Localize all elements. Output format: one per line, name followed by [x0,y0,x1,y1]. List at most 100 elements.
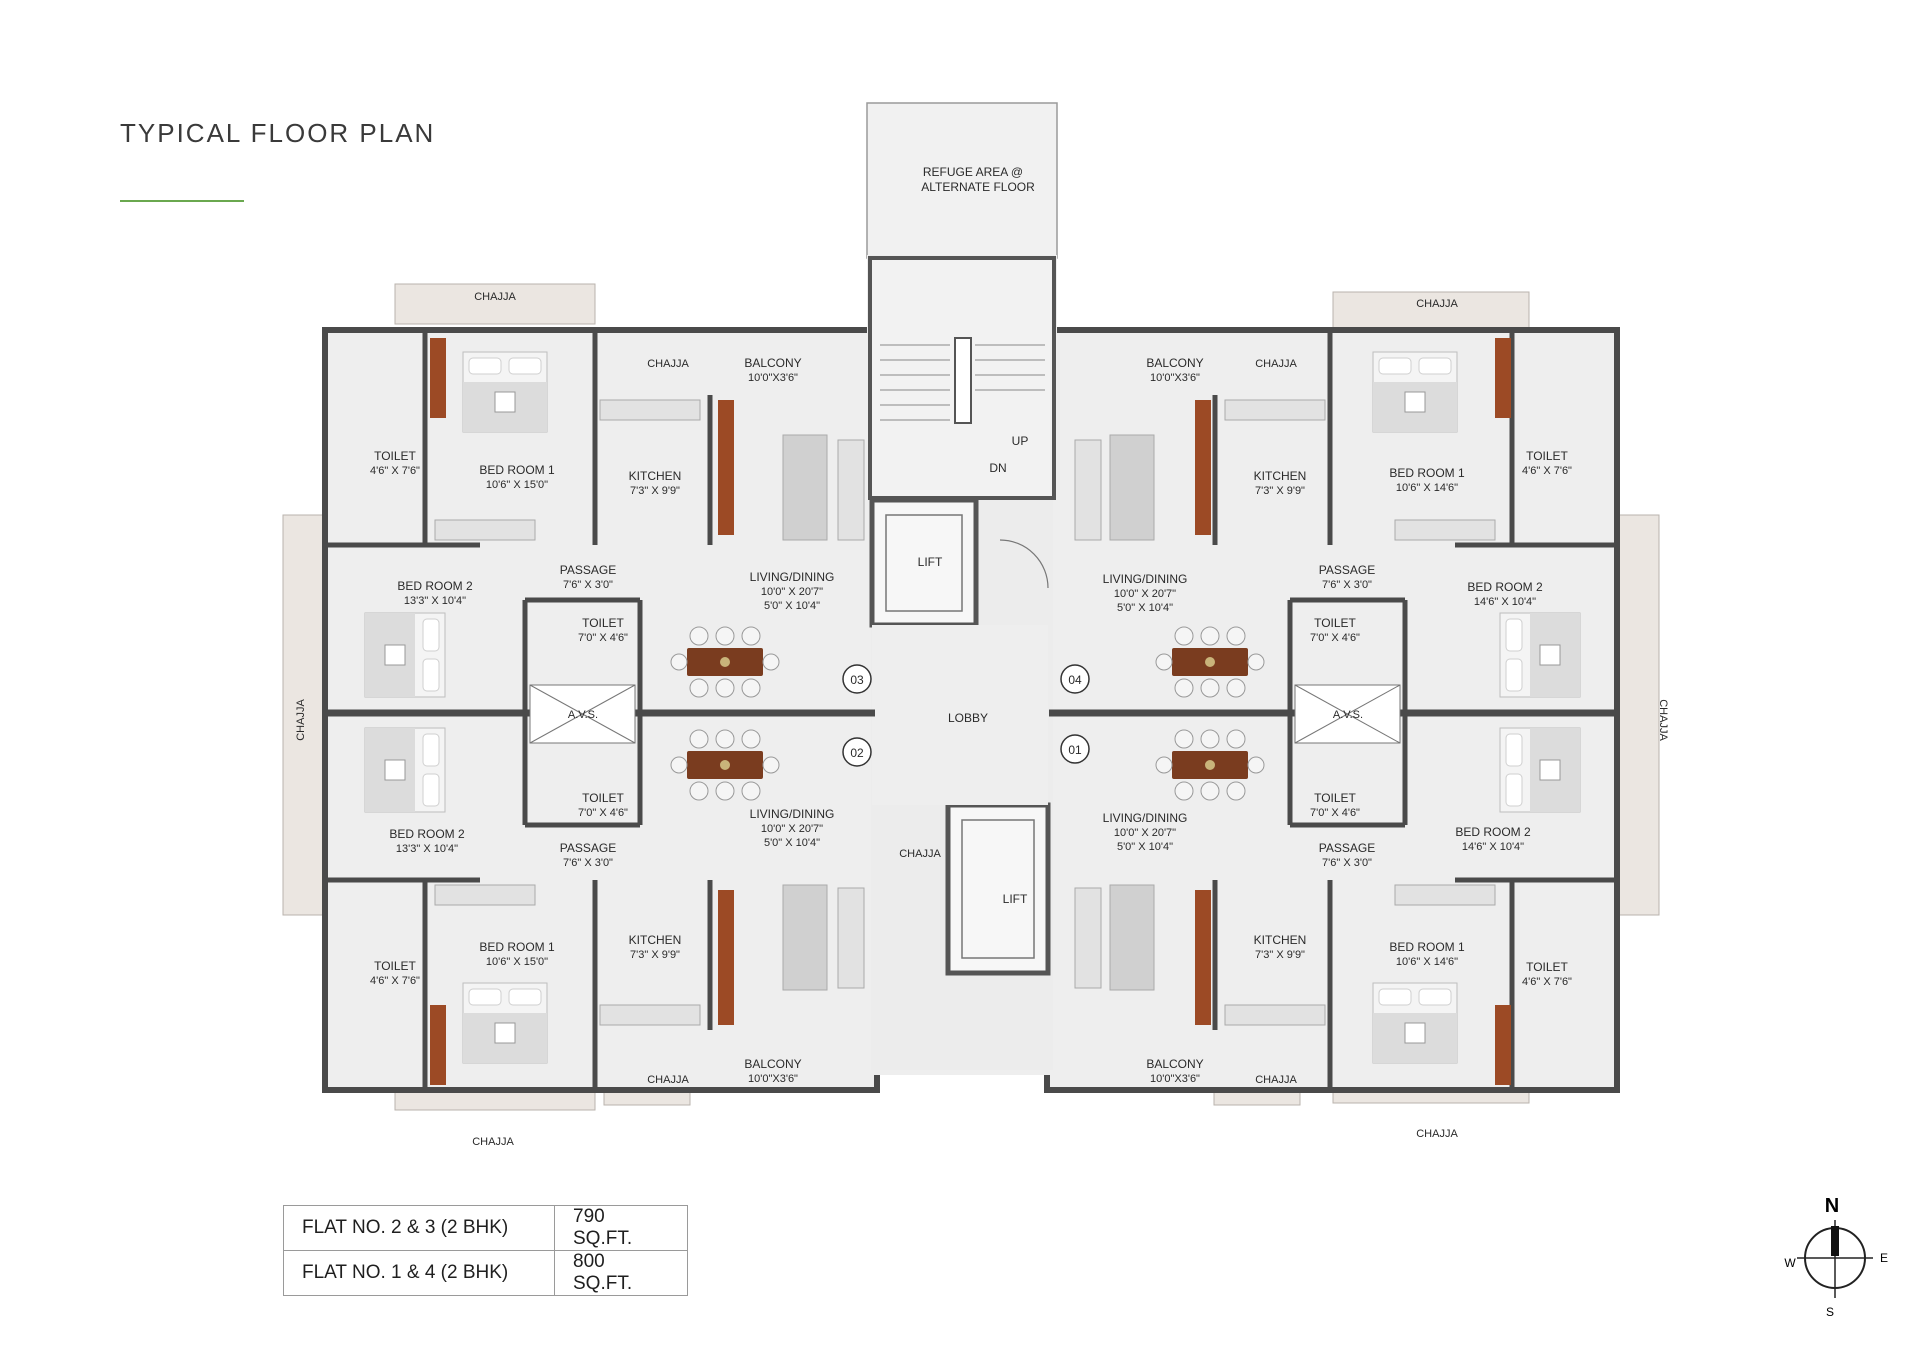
balcony-size-tr: 10'0"X3'6" [1150,372,1200,384]
lift-label-bottom: LIFT [1003,892,1028,906]
kitchen-size-tl: 7'3" X 9'9" [630,485,680,497]
chajja-label-right: CHAJJA [1657,699,1669,741]
compass-w: W [1784,1256,1796,1270]
toilet-label-tl: TOILET [374,449,416,463]
kitchen-label-bl: KITCHEN [629,933,682,947]
stair-dn-label: DN [989,461,1006,475]
bed1-label-tl: BED ROOM 1 [479,463,555,477]
bed1-size-br: 10'6" X 14'6" [1396,956,1458,968]
bed2-size-tr: 14'6" X 10'4" [1474,596,1536,608]
toilet-label-bl: TOILET [374,959,416,973]
lift-label-top: LIFT [918,555,943,569]
table-row: FLAT NO. 2 & 3 (2 BHK) 790 SQ.FT. [283,1205,688,1251]
stair-up-label: UP [1012,434,1029,448]
kitchen-label-tl: KITCHEN [629,469,682,483]
flat-no-04: 04 [1068,673,1082,687]
living-size1-br: 10'0" X 20'7" [1114,827,1176,839]
flat-no-02: 02 [850,746,864,760]
passage-label-br: PASSAGE [1319,841,1375,855]
avs-label-right: A.V.S. [1333,709,1363,721]
chajja-label-bottom-left: CHAJJA [472,1136,514,1148]
toilet-size-mr2: 7'0" X 4'6" [1310,807,1360,819]
toilet-size-tl: 4'6" X 7'6" [370,465,420,477]
toilet-size-mr1: 7'0" X 4'6" [1310,632,1360,644]
toilet-size-tr: 4'6" X 7'6" [1522,465,1572,477]
living-size2-tl: 5'0" X 10'4" [764,600,820,612]
balcony-label-tr: BALCONY [1146,356,1203,370]
compass-s: S [1826,1305,1834,1319]
living-size2-bl: 5'0" X 10'4" [764,837,820,849]
living-size1-bl: 10'0" X 20'7" [761,823,823,835]
toilet-label-tr: TOILET [1526,449,1568,463]
balcony-size-br: 10'0"X3'6" [1150,1073,1200,1085]
sofas [434,399,1496,1026]
flat-no-03: 03 [850,673,864,687]
bed1-size-tl: 10'6" X 15'0" [486,479,548,491]
passage-size-br: 7'6" X 3'0" [1322,857,1372,869]
bed2-size-tl: 13'3" X 10'4" [404,595,466,607]
living-size2-br: 5'0" X 10'4" [1117,841,1173,853]
toilet-label-mr2: TOILET [1314,791,1356,805]
chajja-label-bottom-right: CHAJJA [1416,1128,1458,1140]
kitchen-label-br: KITCHEN [1254,933,1307,947]
passage-label-bl: PASSAGE [560,841,616,855]
avs-label-left: A.V.S. [568,709,598,721]
bed2-label-br: BED ROOM 2 [1455,825,1531,839]
north-compass-icon: N S E W [1784,1195,1888,1319]
kitchen-size-tr: 7'3" X 9'9" [1255,485,1305,497]
balcony-size-bl: 10'0"X3'6" [748,1073,798,1085]
core [868,256,1056,976]
avs-shafts [529,684,1401,744]
balcony-size-tl: 10'0"X3'6" [748,372,798,384]
compass-e: E [1880,1251,1888,1265]
table-row: FLAT NO. 1 & 4 (2 BHK) 800 SQ.FT. [283,1250,688,1296]
toilet-label-mr1: TOILET [1314,616,1356,630]
passage-size-tr: 7'6" X 3'0" [1322,579,1372,591]
bed2-label-tr: BED ROOM 2 [1467,580,1543,594]
toilet-size-br: 4'6" X 7'6" [1522,976,1572,988]
toilet-size-ml2: 7'0" X 4'6" [578,807,628,819]
bed2-label-bl: BED ROOM 2 [389,827,465,841]
toilet-size-ml1: 7'0" X 4'6" [578,632,628,644]
living-label-tr: LIVING/DINING [1103,572,1188,586]
toilet-label-ml1: TOILET [582,616,624,630]
living-size1-tr: 10'0" X 20'7" [1114,588,1176,600]
refuge-area [866,102,1058,259]
passage-size-tl: 7'6" X 3'0" [563,579,613,591]
living-size1-tl: 10'0" X 20'7" [761,586,823,598]
toilet-label-br: TOILET [1526,960,1568,974]
bed1-label-br: BED ROOM 1 [1389,940,1465,954]
toilet-size-bl: 4'6" X 7'6" [370,975,420,987]
lobby-label: LOBBY [948,711,988,725]
refuge-label-2: ALTERNATE FLOOR [921,180,1035,194]
toilet-label-ml2: TOILET [582,791,624,805]
flat-area-cell: 790 SQ.FT. [554,1205,688,1251]
flat-no-01: 01 [1068,743,1082,757]
bed1-label-tr: BED ROOM 1 [1389,466,1465,480]
passage-label-tl: PASSAGE [560,563,616,577]
wardrobes [430,338,1511,1085]
passage-size-bl: 7'6" X 3'0" [563,857,613,869]
flat-badges [842,664,1090,767]
flat-name-cell: FLAT NO. 1 & 4 (2 BHK) [283,1250,555,1296]
kitchen-label-tr: KITCHEN [1254,469,1307,483]
area-table: FLAT NO. 2 & 3 (2 BHK) 790 SQ.FT. FLAT N… [283,1205,688,1296]
chajja-label-top-left-2: CHAJJA [647,358,689,370]
page-title: TYPICAL FLOOR PLAN [120,118,436,148]
chajja-label-core: CHAJJA [899,848,941,860]
chajja-label-top-right-2: CHAJJA [1255,358,1297,370]
chajja-label-bottom-left-2: CHAJJA [647,1074,689,1086]
bed2-size-bl: 13'3" X 10'4" [396,843,458,855]
flat-name-cell: FLAT NO. 2 & 3 (2 BHK) [283,1205,555,1251]
bed1-label-bl: BED ROOM 1 [479,940,555,954]
interior-walls [325,330,1617,1090]
kitchen-size-br: 7'3" X 9'9" [1255,949,1305,961]
balcony-label-bl: BALCONY [744,1057,801,1071]
chajja-label-top-left: CHAJJA [474,291,516,303]
bed2-size-br: 14'6" X 10'4" [1462,841,1524,853]
bed1-size-tr: 10'6" X 14'6" [1396,482,1458,494]
balcony-label-tl: BALCONY [744,356,801,370]
title-underline [120,200,244,202]
living-label-br: LIVING/DINING [1103,811,1188,825]
